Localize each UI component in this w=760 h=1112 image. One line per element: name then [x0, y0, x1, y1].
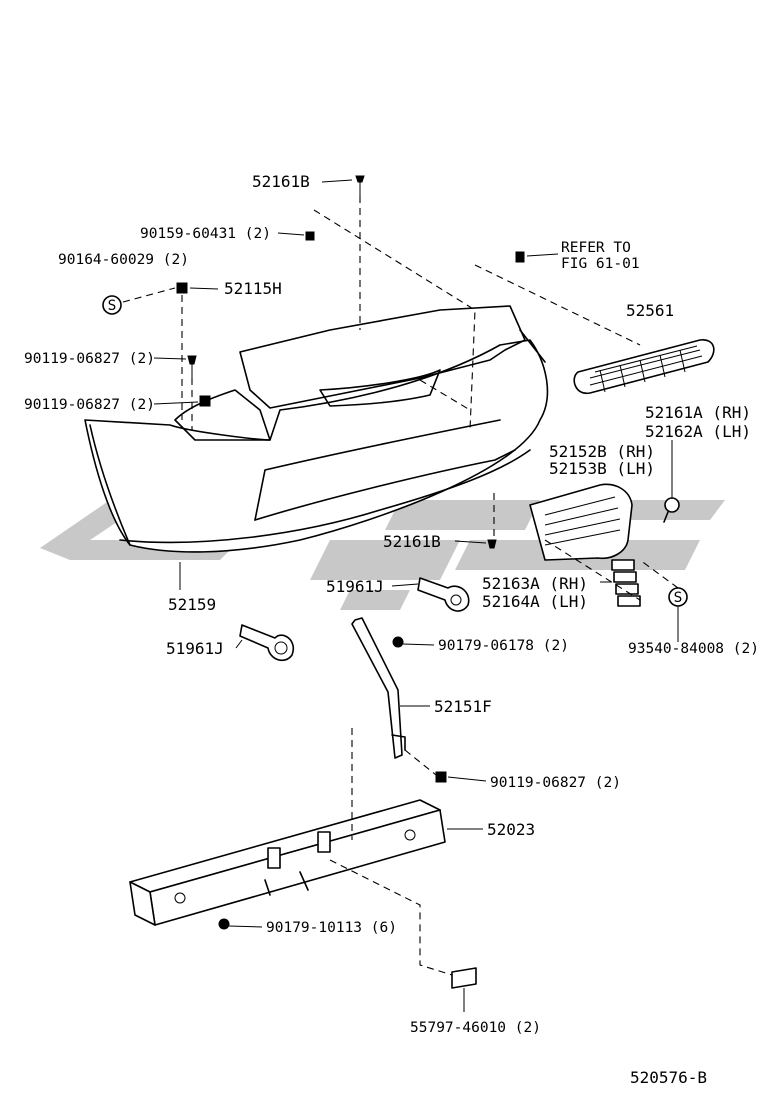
label-52159: 52159 [168, 595, 216, 614]
label-55797: 55797-46010 (2) [410, 1020, 541, 1036]
figure-code: 520576-B [630, 1068, 707, 1087]
label-52161a: 52161A (RH) [645, 403, 751, 422]
label-51961j-b: 51961J [166, 639, 224, 658]
label-90119-b: 90119-06827 (2) [24, 397, 155, 413]
fasteners [176, 175, 525, 989]
label-51961j-a: 51961J [326, 577, 384, 596]
svg-text:S: S [108, 298, 117, 314]
label-52161b-low: 52161B [383, 532, 441, 551]
label-90179-10113: 90179-10113 (6) [266, 920, 397, 936]
label-90119-a: 90119-06827 (2) [24, 351, 155, 367]
reinforcement [129, 799, 446, 926]
side-reflector [529, 483, 633, 561]
label-52162a: 52162A (LH) [645, 422, 751, 441]
label-90179-06178: 90179-06178 (2) [438, 638, 569, 654]
towing-eye-2 [239, 624, 295, 662]
label-52152b: 52152B (RH) [549, 442, 655, 461]
leader-lines [153, 179, 679, 1012]
bumper-cover [84, 305, 549, 553]
label-refer-line1: REFER TO [561, 240, 631, 256]
label-90119-c: 90119-06827 (2) [490, 775, 621, 791]
grille [573, 339, 715, 395]
label-52163a: 52163A (RH) [482, 574, 588, 593]
assembly-lines [122, 196, 679, 976]
label-52153b: 52153B (LH) [549, 459, 655, 478]
labels: 52161B 90159-60431 (2) REFER TO FIG 61-0… [24, 172, 759, 1087]
s-mark-2: S [668, 587, 688, 607]
label-52151f: 52151F [434, 697, 492, 716]
pads [611, 559, 641, 607]
s-mark-1: S [102, 295, 122, 315]
label-52115h: 52115H [224, 279, 282, 298]
label-93540: 93540-84008 (2) [628, 641, 759, 657]
label-52023: 52023 [487, 820, 535, 839]
label-90164: 90164-60029 (2) [58, 252, 189, 268]
bracket [351, 617, 406, 759]
label-52164a: 52164A (LH) [482, 592, 588, 611]
svg-text:S: S [674, 590, 683, 606]
label-52561: 52561 [626, 301, 674, 320]
label-52161b-top: 52161B [252, 172, 310, 191]
label-refer-line2: FIG 61-01 [561, 256, 640, 272]
label-90159: 90159-60431 (2) [140, 226, 271, 242]
towing-eye-1 [417, 577, 470, 612]
